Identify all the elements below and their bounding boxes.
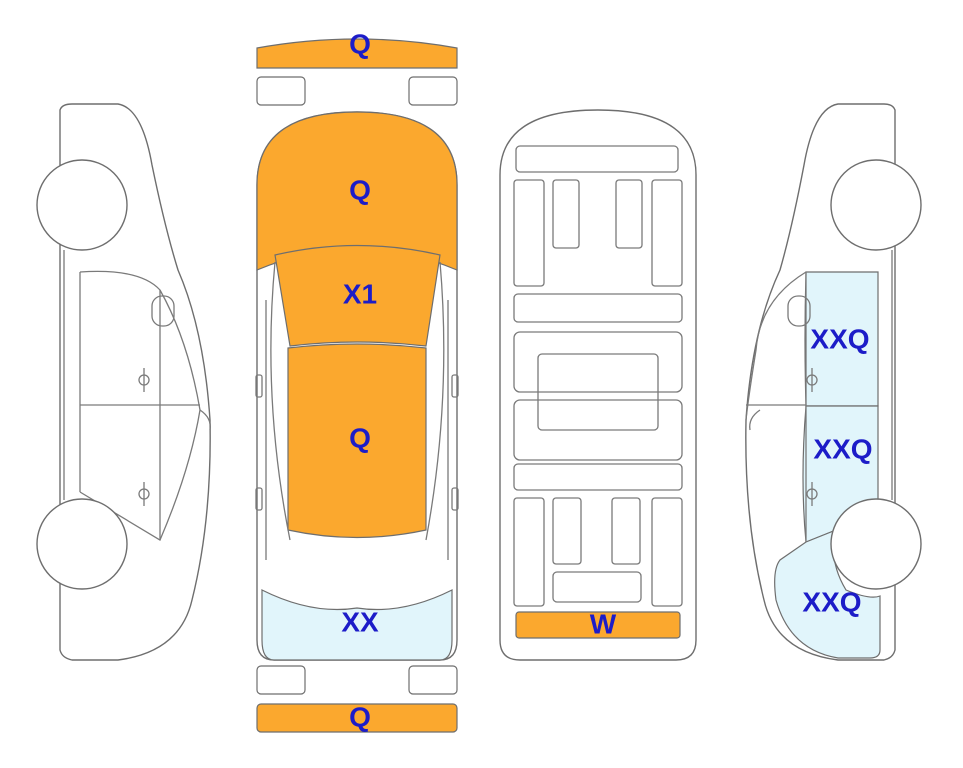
right-rear-quarter-panel[interactable]: XXQ (774, 528, 881, 659)
right-rear-quarter-label: XXQ (802, 586, 861, 617)
right-front-door-label: XXQ (810, 323, 869, 354)
right-rear-door-label: XXQ (813, 433, 872, 464)
rear-glass-label: XX (341, 606, 379, 637)
rear-glass-panel[interactable]: XX (261, 589, 453, 661)
front-bumper-label: Q (349, 28, 371, 59)
door-handle-icon (138, 368, 150, 392)
windshield-label: X1 (343, 278, 377, 309)
rear-bumper-panel[interactable]: Q (256, 701, 458, 733)
taillight-right (408, 665, 458, 695)
right-front-door-panel[interactable]: XXQ (804, 271, 879, 407)
headlight-left (256, 76, 306, 106)
roof-label: Q (349, 422, 371, 453)
taillight-left (256, 665, 306, 695)
front-bumper-panel[interactable]: Q (256, 28, 458, 69)
underbody-rear-panel[interactable]: W (515, 608, 681, 639)
wheel-icon (830, 159, 922, 251)
door-handle-icon (138, 482, 150, 506)
headlight-right (408, 76, 458, 106)
windshield-panel[interactable]: X1 (274, 244, 441, 347)
left-side-view (36, 103, 211, 661)
roof-panel[interactable]: Q (287, 343, 427, 539)
rear-bumper-label: Q (349, 701, 371, 732)
right-side-view: XXQ XXQ XXQ (745, 103, 922, 661)
underbody-rear-label: W (590, 608, 617, 639)
door-handle-icon (806, 482, 818, 506)
underbody-view: W (499, 109, 697, 661)
hood-label: Q (349, 174, 371, 205)
top-view: Q Q X1 Q XX (255, 28, 459, 733)
right-rear-door-panel[interactable]: XXQ (802, 405, 879, 543)
wheel-icon (36, 498, 128, 590)
wheel-icon (36, 159, 128, 251)
door-handle-icon (806, 368, 818, 392)
wheel-icon (830, 498, 922, 590)
